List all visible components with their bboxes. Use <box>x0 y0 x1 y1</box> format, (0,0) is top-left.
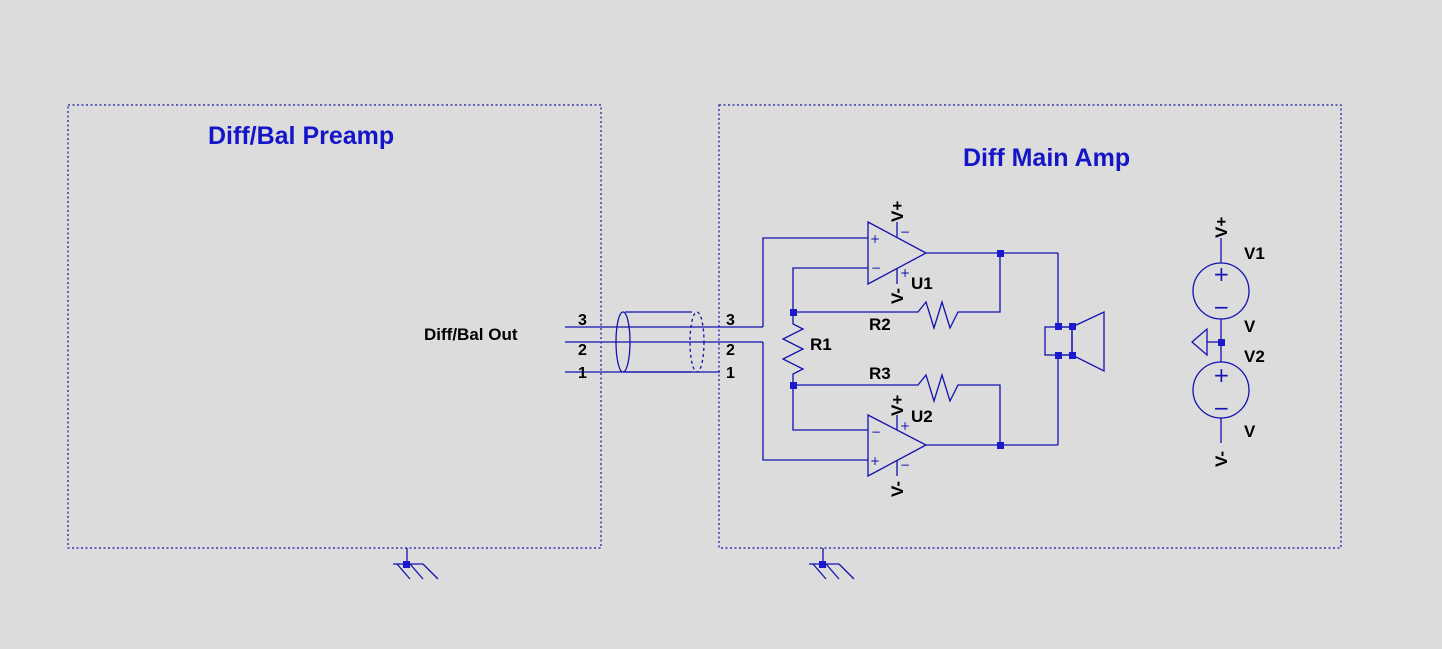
svg-text:+: + <box>900 266 910 280</box>
connector-pin-right-1: 1 <box>726 365 735 382</box>
svg-text:+: + <box>900 419 910 433</box>
v1-top-net: V+ <box>1212 217 1231 238</box>
ground-symbol-preamp <box>393 548 439 580</box>
r1-label: R1 <box>810 335 832 354</box>
preamp-title: Diff/Bal Preamp <box>208 122 394 150</box>
svg-text:−: − <box>900 225 910 239</box>
main-amp-title: Diff Main Amp <box>963 144 1130 172</box>
ground-symbol-supply <box>1191 327 1225 357</box>
v1-value: V <box>1244 317 1256 336</box>
connector-pin-left-2: 2 <box>578 342 587 359</box>
opamp-u2[interactable]: − + + − <box>867 413 928 478</box>
svg-text:−: − <box>871 261 881 275</box>
input-wires <box>762 237 868 461</box>
u2-label: U2 <box>911 407 933 426</box>
svg-text:−: − <box>900 458 910 472</box>
connector-pin-right-3: 3 <box>726 312 735 329</box>
svg-text:+: + <box>870 232 880 246</box>
resistor-r2[interactable] <box>906 299 962 331</box>
connector-pin-right-2: 2 <box>726 342 735 359</box>
u2-supply-pos: V+ <box>888 395 907 416</box>
svg-text:−: − <box>1213 396 1230 420</box>
svg-text:+: + <box>870 454 880 468</box>
u1-label: U1 <box>911 274 933 293</box>
svg-text:−: − <box>1213 295 1230 319</box>
connector-label: Diff/Bal Out <box>424 325 518 344</box>
svg-text:+: + <box>1213 262 1230 286</box>
v2-bottom-net: V- <box>1212 451 1231 467</box>
voltage-source-v2[interactable]: + − <box>1192 361 1250 443</box>
u1-supply-neg: V- <box>888 288 907 304</box>
connector-pin-left-3: 3 <box>578 312 587 329</box>
junction-dots <box>790 250 1004 449</box>
preamp-block[interactable] <box>67 104 602 549</box>
balanced-cable[interactable] <box>565 311 763 373</box>
ground-symbol-main <box>809 548 855 580</box>
r3-label: R3 <box>869 364 891 383</box>
svg-text:+: + <box>1213 363 1230 387</box>
svg-text:−: − <box>871 425 881 439</box>
resistor-r1[interactable] <box>781 312 805 385</box>
v1-label: V1 <box>1244 244 1265 263</box>
r2-label: R2 <box>869 315 891 334</box>
u2-supply-neg: V- <box>888 481 907 497</box>
opamp-u1[interactable]: + − − + <box>867 220 928 286</box>
speaker-symbol[interactable] <box>1044 310 1105 373</box>
v2-value: V <box>1244 422 1256 441</box>
voltage-source-v1[interactable]: + − <box>1192 238 1250 362</box>
v2-label: V2 <box>1244 347 1265 366</box>
u1-supply-pos: V+ <box>888 201 907 222</box>
resistor-r3[interactable] <box>906 372 962 404</box>
connector-pin-left-1: 1 <box>578 365 587 382</box>
